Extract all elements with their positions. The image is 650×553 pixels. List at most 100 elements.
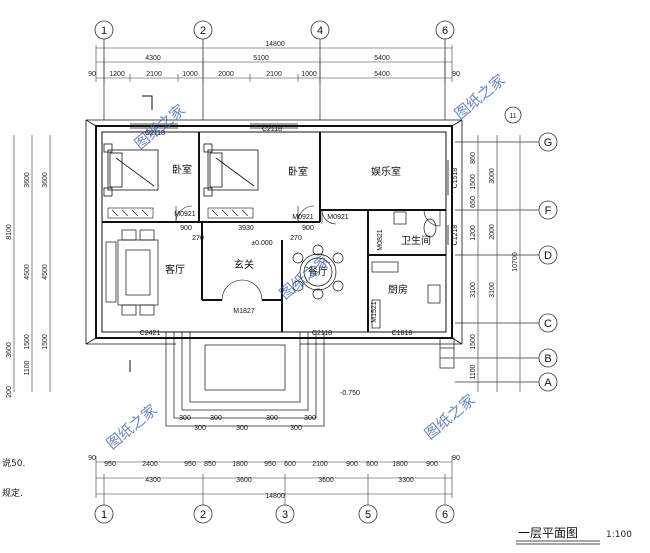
left-dim-1100: 1100 (24, 360, 31, 375)
right-axis-a: A (544, 377, 552, 389)
left-note-1: 说50. (2, 457, 25, 469)
label-c2118-2: C2118 (262, 126, 282, 133)
left-dim-200: 200 (6, 386, 13, 398)
bottom-dim-9: 900 (346, 461, 358, 468)
room-kitchen: 厨房 (388, 283, 408, 296)
bottom-dim2-4300: 4300 (145, 477, 161, 484)
left-dim-3600c: 3600 (6, 342, 13, 358)
step-dim-2: 300 (210, 415, 222, 422)
right-dimension-lines (477, 135, 521, 392)
wall-corners (85, 119, 463, 345)
right-dim-1500b: 1500 (470, 334, 477, 350)
bottom-dimension-lines (95, 456, 453, 505)
bottom-dim-4: 850 (204, 461, 216, 468)
right-axis-c: C (544, 318, 552, 330)
room-dining: 餐厅 (308, 265, 328, 278)
bottom-dim2-3300: 3300 (398, 477, 414, 484)
door-swings (175, 205, 441, 301)
bottom-axis-2: 2 (200, 509, 206, 521)
right-dim-1500: 1500 (470, 174, 477, 190)
label-c1218: C1218 (452, 225, 459, 246)
sofa-set-icon (105, 229, 159, 316)
left-dim-4500: 4500 (24, 264, 31, 280)
label-m0921-3: M0921 (327, 214, 349, 221)
left-dim-3600: 3600 (24, 172, 31, 188)
top-dim2-6: 1000 (301, 71, 317, 78)
bottom-dim-1: 950 (104, 461, 116, 468)
bottom-axis-grid (94, 504, 455, 524)
step-dim-5: 300 (290, 425, 302, 432)
top-dim2-5: 2100 (266, 71, 282, 78)
bottom-dim-7: 600 (284, 461, 296, 468)
bottom-dim-5: 1800 (232, 461, 248, 468)
bottom-dim-13: 90 (452, 455, 460, 462)
bottom-dim-12: 900 (426, 461, 438, 468)
right-dim-1100: 1100 (470, 364, 477, 379)
label-m0821: M0821 (377, 229, 384, 251)
label-c2118-1: C2118 (145, 130, 165, 137)
top-dim2-7: 5400 (374, 71, 390, 78)
top-dim2-0: 90 (88, 71, 96, 78)
label-elev-out: -0.750 (340, 390, 360, 397)
right-dim-1200: 1200 (470, 225, 477, 241)
label-m0921-1: M0921 (174, 211, 196, 218)
right-axis-g: G (544, 137, 553, 149)
left-dim-1500b: 1500 (24, 334, 31, 350)
left-dimension-lines (13, 135, 51, 392)
left-dim-1500: 1500 (42, 334, 49, 350)
top-dim2-4: 2000 (218, 71, 234, 78)
watermark-5: 图纸之家 (421, 391, 479, 443)
right-axis-sub: 11 (509, 113, 516, 120)
label-900b: 900 (302, 225, 314, 232)
left-note-2: 规定. (2, 487, 23, 499)
top-dim-5400: 5400 (374, 55, 390, 62)
step-dim-1: 300 (194, 425, 206, 432)
top-dim2-3: 1000 (182, 71, 198, 78)
right-dim-650: 650 (470, 196, 477, 208)
right-dim-3000: 3000 (489, 168, 496, 184)
left-dim-4500b: 4500 (42, 264, 49, 280)
room-bedroom-2: 卧室 (288, 165, 308, 178)
label-m0921-2: M0921 (292, 214, 314, 221)
bottom-dim-2: 2400 (142, 461, 158, 468)
bottom-dim2-3600a: 3600 (236, 477, 252, 484)
step-dim-0: 300 (179, 415, 191, 422)
label-c2421: C2421 (140, 330, 161, 337)
label-m1521: M1521 (371, 301, 378, 323)
top-total-dim: 14800 (265, 41, 285, 48)
top-dim2-8: 90 (452, 71, 460, 78)
bottom-dim2-3600b: 3600 (318, 477, 334, 484)
kitchen-fixtures-icon (371, 261, 441, 329)
bottom-dim-0: 90 (88, 455, 96, 462)
dining-table-icon (292, 244, 344, 300)
right-dim-860: 860 (470, 152, 477, 164)
wardrobe-icon (107, 207, 254, 219)
bottom-total-dim: 14800 (265, 493, 285, 500)
right-dim-2000: 2000 (489, 224, 496, 240)
bottom-axis-3: 3 (282, 509, 288, 521)
left-dim-3600b: 3600 (42, 172, 49, 188)
top-dim2-2: 2100 (146, 71, 162, 78)
bottom-dim-3: 950 (184, 461, 196, 468)
side-steps (439, 337, 455, 369)
bathroom-fixtures-icon (393, 211, 437, 238)
right-axis-f: F (545, 205, 552, 217)
drawing-title (516, 540, 600, 545)
label-m1827: M1827 (233, 308, 255, 315)
room-foyer: 玄关 (234, 258, 254, 271)
step-dim-6: 300 (304, 415, 316, 422)
top-windows (130, 123, 449, 339)
top-dim-4300: 4300 (145, 55, 161, 62)
label-270b: 270 (290, 235, 302, 242)
top-axis-6: 6 (442, 25, 448, 37)
right-dim-10700: 10700 (512, 252, 519, 272)
right-axis-d: D (544, 250, 552, 262)
room-entertainment: 娱乐室 (371, 165, 401, 178)
label-c2118-3: C2118 (312, 330, 332, 337)
room-bathroom: 卫生间 (401, 234, 431, 247)
top-dimension-lines (95, 45, 453, 82)
label-900a: 900 (180, 225, 192, 232)
right-dim-3100b: 3100 (489, 282, 496, 298)
bottom-axis-1: 1 (101, 509, 107, 521)
